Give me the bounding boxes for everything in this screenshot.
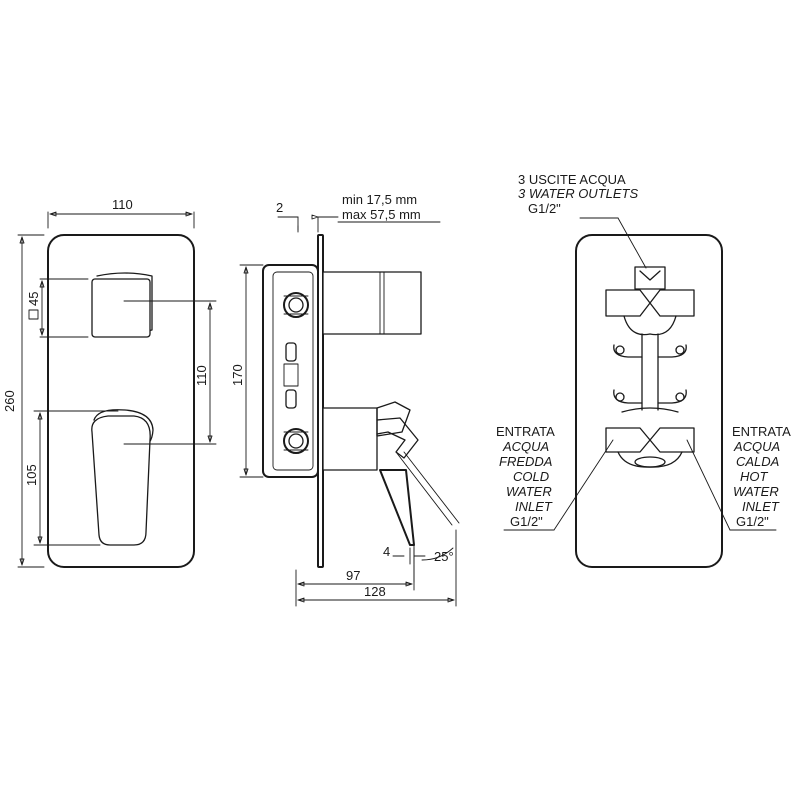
valve-body bbox=[262, 264, 319, 478]
svg-text:INLET: INLET bbox=[515, 499, 553, 514]
diverter-knob bbox=[91, 278, 151, 338]
angle-label: 25° bbox=[434, 549, 454, 564]
svg-text:FREDDA: FREDDA bbox=[499, 454, 552, 469]
side-lever-body bbox=[322, 407, 378, 471]
plate-thickness-label: 2 bbox=[276, 200, 283, 215]
back-plate bbox=[575, 234, 723, 568]
center-spacing-label: 110 bbox=[194, 365, 209, 386]
svg-text:ACQUA: ACQUA bbox=[502, 439, 549, 454]
lever-height-label: 105 bbox=[24, 464, 39, 486]
svg-text:G1/2": G1/2" bbox=[736, 514, 769, 529]
mixer-lever bbox=[91, 415, 151, 546]
square-size-label: 45 bbox=[26, 292, 41, 306]
max-depth-label: max 57,5 mm bbox=[342, 207, 421, 222]
cold-inlet-label: ENTRATA ACQUA FREDDA COLD WATER INLET G1… bbox=[496, 424, 555, 529]
front-view: 110 260 45 110 105 bbox=[2, 197, 217, 568]
square-symbol-icon bbox=[28, 309, 39, 320]
svg-text:ACQUA: ACQUA bbox=[733, 439, 780, 454]
front-width-label: 110 bbox=[112, 197, 133, 212]
back-view: 3 USCITE ACQUA 3 WATER OUTLETS G1/2" ENT… bbox=[496, 172, 791, 568]
hot-inlet-label: ENTRATA ACQUA CALDA HOT WATER INLET G1/2… bbox=[732, 424, 791, 529]
min-depth-label: min 17,5 mm bbox=[342, 192, 417, 207]
front-height-label: 260 bbox=[2, 390, 17, 412]
svg-text:INLET: INLET bbox=[742, 499, 780, 514]
depth-128-label: 128 bbox=[364, 584, 386, 599]
side-lever-handle bbox=[379, 469, 415, 546]
outlets-title-en: 3 WATER OUTLETS bbox=[518, 186, 638, 201]
front-plate bbox=[47, 234, 195, 568]
svg-text:ENTRATA: ENTRATA bbox=[496, 424, 555, 439]
outlets-title-it: 3 USCITE ACQUA bbox=[518, 172, 626, 187]
outlet-connector bbox=[634, 266, 666, 290]
svg-text:HOT: HOT bbox=[740, 469, 769, 484]
lower-cross-fitting bbox=[605, 427, 695, 453]
svg-text:COLD: COLD bbox=[513, 469, 549, 484]
side-knob bbox=[322, 271, 422, 335]
body-height-label: 170 bbox=[230, 364, 245, 386]
svg-text:CALDA: CALDA bbox=[736, 454, 779, 469]
svg-text:G1/2": G1/2" bbox=[510, 514, 543, 529]
lever-offset-label: 4 bbox=[383, 544, 390, 559]
outlets-size: G1/2" bbox=[528, 201, 561, 216]
svg-text:WATER: WATER bbox=[733, 484, 779, 499]
upper-connection bbox=[283, 292, 309, 318]
svg-text:WATER: WATER bbox=[506, 484, 552, 499]
lower-connection bbox=[283, 428, 309, 454]
depth-97-label: 97 bbox=[346, 568, 360, 583]
side-view: 2 min 17,5 mm max 57,5 mm 170 4 25° 97 1… bbox=[230, 192, 460, 607]
svg-text:ENTRATA: ENTRATA bbox=[732, 424, 791, 439]
upper-cross-fitting bbox=[605, 289, 695, 317]
